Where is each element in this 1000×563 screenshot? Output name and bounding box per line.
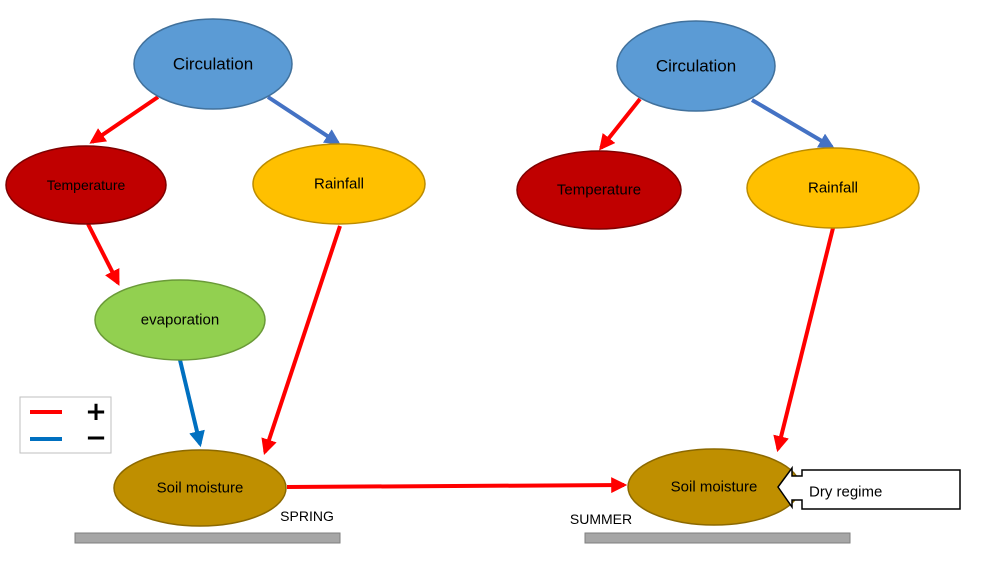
summer-circulation-label: Circulation <box>656 57 736 76</box>
legend: + − <box>19 396 112 454</box>
summer-rainfall-label: Rainfall <box>808 180 858 197</box>
arrow-circulation-to-rainfall-spring <box>266 95 341 145</box>
spring-temperature-node: Temperature <box>5 145 167 225</box>
arrow-circulation-to-temperature-spring <box>89 95 160 144</box>
arrow-temperature-to-evaporation <box>86 223 120 286</box>
spring-baseline-bar <box>74 532 341 544</box>
spring-circulation-node: Circulation <box>133 18 293 110</box>
arrow-rainfall-to-soil-moisture-spring <box>261 225 342 456</box>
spring-evaporation-node: evaporation <box>94 279 266 361</box>
spring-season-label: SPRING <box>280 508 334 524</box>
spring-soil-moisture-label: Soil moisture <box>157 480 244 497</box>
spring-temperature-label: Temperature <box>47 177 126 193</box>
spring-evaporation-label: evaporation <box>141 312 219 329</box>
summer-soil-moisture-node: Soil moisture <box>627 448 801 526</box>
summer-season-label: SUMMER <box>570 511 632 527</box>
arrow-evaporation-to-soil-moisture <box>178 359 205 448</box>
spring-circulation-label: Circulation <box>173 55 253 74</box>
summer-temperature-label: Temperature <box>557 182 641 199</box>
arrow-circulation-to-rainfall-summer <box>750 98 835 149</box>
dry-regime-callout: Dry regime <box>777 465 961 510</box>
arrow-spring-to-summer-soil-moisture <box>286 477 628 494</box>
dry-regime-label: Dry regime <box>809 484 882 501</box>
summer-rainfall-node: Rainfall <box>746 147 920 229</box>
summer-circulation-node: Circulation <box>616 20 776 112</box>
spring-soil-moisture-node: Soil moisture <box>113 449 287 527</box>
legend-negative-symbol: − <box>85 423 107 453</box>
arrow-rainfall-to-soil-moisture-summer <box>773 227 835 453</box>
spring-rainfall-label: Rainfall <box>314 176 364 193</box>
legend-box <box>19 396 112 454</box>
summer-temperature-node: Temperature <box>516 150 682 230</box>
arrow-circulation-to-temperature-summer <box>599 97 642 151</box>
summer-baseline-bar <box>584 532 851 544</box>
legend-positive-symbol: + <box>85 397 107 427</box>
summer-soil-moisture-label: Soil moisture <box>671 479 758 496</box>
spring-rainfall-node: Rainfall <box>252 143 426 225</box>
